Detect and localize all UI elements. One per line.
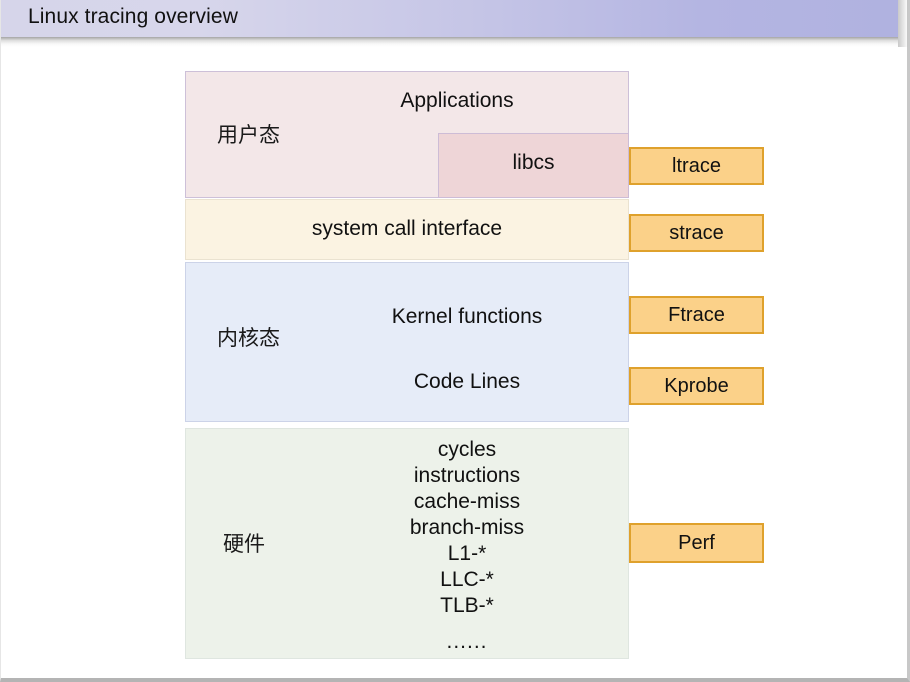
list-item: LLC-* bbox=[440, 568, 494, 591]
layer-userspace-label: 用户态 bbox=[217, 124, 280, 147]
layer-kernel-label: 内核态 bbox=[217, 327, 280, 350]
tracing-stack-diagram: 用户态 Applications libcs system call inter… bbox=[1, 47, 901, 677]
layer-syscall-interface-label: system call interface bbox=[311, 217, 503, 240]
title-bar-edge-shadow bbox=[898, 0, 908, 47]
layer-syscall-interface bbox=[185, 199, 629, 260]
tool-box-perf[interactable]: Perf bbox=[629, 523, 764, 563]
layer-hardware-label: 硬件 bbox=[223, 533, 265, 556]
layer-libcs-label: libcs bbox=[512, 151, 555, 174]
layer-kernel bbox=[185, 262, 629, 422]
tool-box-ltrace[interactable]: ltrace bbox=[629, 147, 764, 185]
list-item: cache-miss bbox=[413, 490, 521, 513]
layer-libcs bbox=[438, 133, 629, 198]
hardware-event-list: cycles instructions cache-miss branch-mi… bbox=[305, 437, 629, 655]
page-title: Linux tracing overview bbox=[28, 5, 238, 28]
tool-box-strace[interactable]: strace bbox=[629, 214, 764, 252]
layer-userspace-applications: Applications bbox=[400, 89, 514, 112]
tool-box-ftrace[interactable]: Ftrace bbox=[629, 296, 764, 334]
list-item: L1-* bbox=[447, 542, 487, 565]
list-item: TLB-* bbox=[440, 594, 494, 617]
slide-title-bar: Linux tracing overview bbox=[1, 0, 898, 37]
tool-box-kprobe[interactable]: Kprobe bbox=[629, 367, 764, 405]
layer-kernel-functions: Kernel functions bbox=[391, 305, 543, 328]
list-item-ellipsis: ...... bbox=[446, 630, 488, 653]
layer-hardware bbox=[185, 428, 629, 659]
title-bar-shadow bbox=[1, 37, 898, 47]
layer-kernel-code-lines: Code Lines bbox=[413, 370, 521, 393]
list-item: cycles bbox=[437, 438, 497, 461]
list-item: branch-miss bbox=[409, 516, 525, 539]
list-item: instructions bbox=[413, 464, 521, 487]
